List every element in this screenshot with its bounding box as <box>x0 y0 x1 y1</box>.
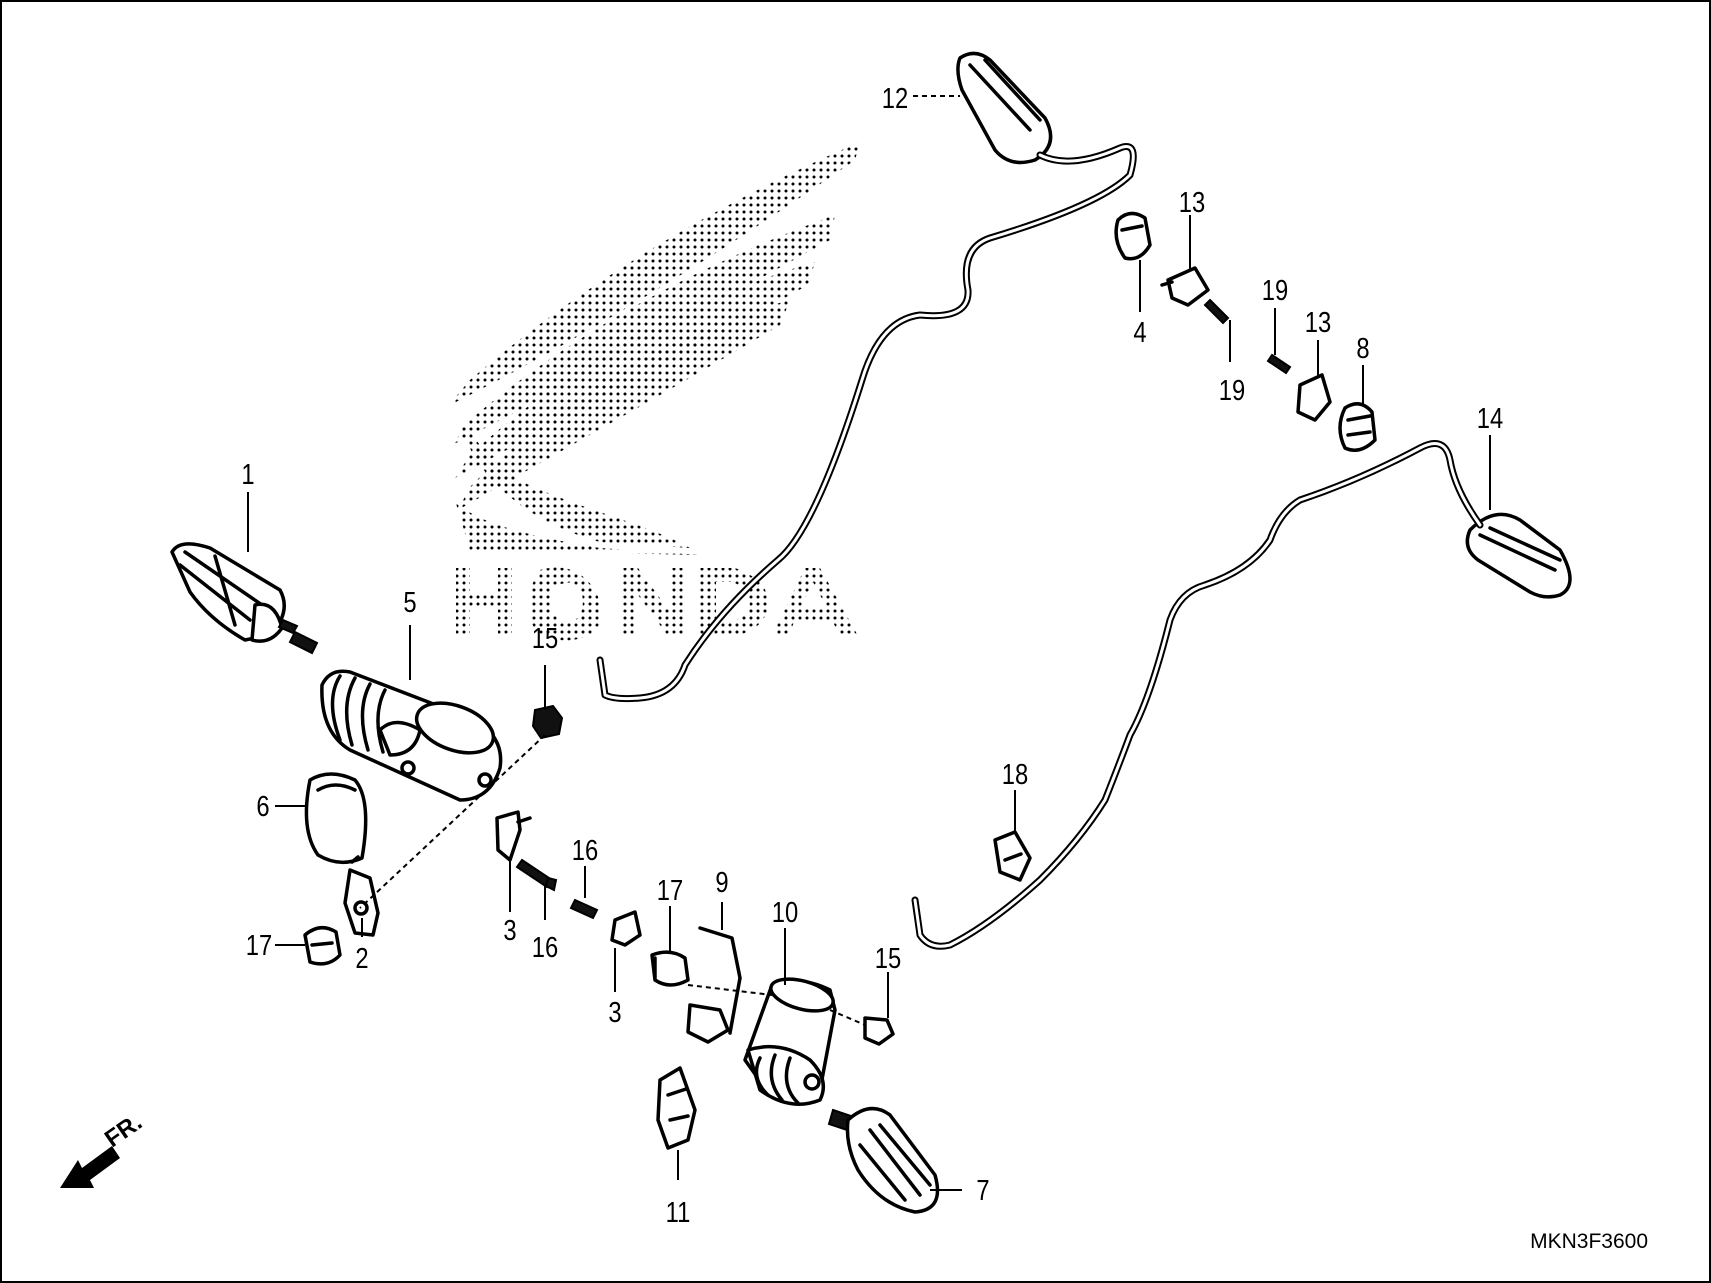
callout-10: 10 <box>772 896 798 929</box>
part-1-turn-signal-front-left <box>170 542 319 655</box>
part-15-nut-top <box>531 704 564 740</box>
part-15-bolt-right <box>863 1016 895 1046</box>
part-9-bracket <box>686 926 742 1044</box>
callout-3-middle: 3 <box>608 996 621 1029</box>
callout-11: 11 <box>666 1196 691 1229</box>
callout-17-left: 17 <box>246 929 272 962</box>
part-18-wire-clip <box>993 830 1032 882</box>
part-19-screw-lower <box>1266 353 1292 375</box>
part-12-light-upper-left <box>956 51 1053 165</box>
honda-wing-logo <box>448 142 860 555</box>
part-8-grommet <box>1338 402 1377 452</box>
callout-5: 5 <box>403 586 416 619</box>
callout-13-lower: 13 <box>1305 306 1331 339</box>
callout-19-upper: 19 <box>1262 274 1288 307</box>
part-17-nut-left <box>303 925 342 966</box>
direction-label: FR. <box>100 1109 147 1153</box>
callout-4: 4 <box>1133 316 1146 349</box>
callout-6: 6 <box>256 790 269 823</box>
wire-harness-left <box>596 143 1137 703</box>
part-4-grommet <box>1114 211 1152 261</box>
front-direction-indicator: FR. <box>60 1109 147 1188</box>
callout-9: 9 <box>715 866 728 899</box>
callout-8: 8 <box>1356 332 1369 365</box>
part-7-turn-signal-rear-right <box>827 1106 940 1214</box>
callout-19-lower: 19 <box>1219 374 1245 407</box>
part-6-grommet <box>304 772 368 865</box>
front-arrow-icon <box>60 1146 120 1188</box>
callout-2: 2 <box>355 942 368 975</box>
honda-wordmark-watermark <box>456 567 858 641</box>
callout-16-lower: 16 <box>532 931 558 964</box>
callout-18: 18 <box>1002 758 1028 791</box>
callout-3-left: 3 <box>503 914 516 947</box>
callout-15-right: 15 <box>875 942 901 975</box>
callout-12: 12 <box>882 82 908 115</box>
callout-1: 1 <box>241 458 254 491</box>
part-13-holder-lower <box>1296 373 1332 422</box>
wire-harness-right <box>911 440 1484 950</box>
callout-17-middle: 17 <box>657 874 683 907</box>
callout-7: 7 <box>976 1174 989 1207</box>
callout-13-upper: 13 <box>1179 186 1205 219</box>
part-5-turn-signal-stay-left <box>320 669 503 802</box>
diagram-code: MKN3F3600 <box>1530 1230 1648 1253</box>
part-19-screw-upper <box>1203 298 1230 325</box>
part-11-clamp <box>656 1066 697 1150</box>
callout-labels: 1 2 3 3 4 5 6 7 8 9 10 11 12 13 13 14 15… <box>241 82 1503 1229</box>
part-3-clip-middle <box>610 910 642 947</box>
part-2-plate <box>343 855 380 937</box>
leader-lines <box>247 95 1491 1191</box>
part-17-nut-middle <box>650 950 690 987</box>
part-16-bolt-middle <box>569 898 599 920</box>
part-13-holder-upper <box>1160 266 1210 307</box>
part-14-light-right <box>1465 512 1572 599</box>
part-16-bolt-left <box>515 858 558 892</box>
callout-14: 14 <box>1477 402 1503 435</box>
part-10-turn-signal-stay-right <box>743 977 837 1106</box>
part-3-clip-left <box>495 810 532 862</box>
callout-15-top: 15 <box>532 622 558 655</box>
callout-16-upper: 16 <box>572 834 598 867</box>
